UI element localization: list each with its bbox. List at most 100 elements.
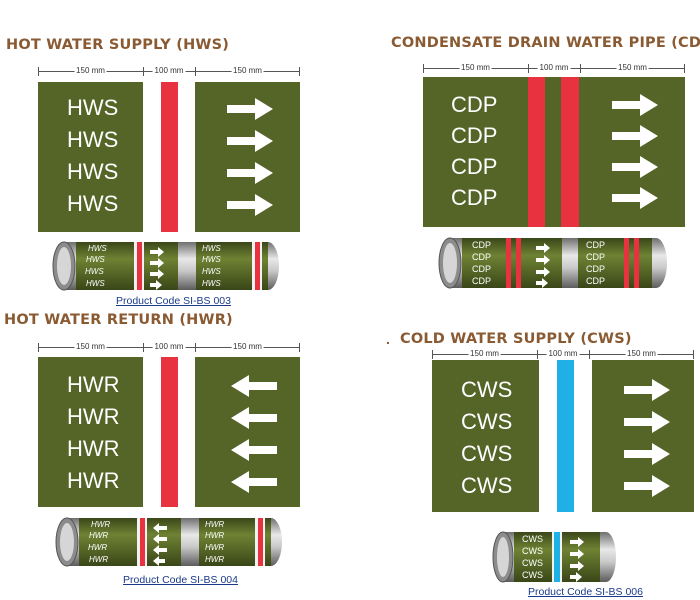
pipe-code-label: CWS	[461, 409, 513, 434]
dimension-label-middle: 100 mm	[537, 62, 571, 74]
pipe-code-label: CDP	[586, 240, 605, 250]
dimension-label-left: 150 mm	[74, 65, 107, 77]
pipe-code-label: CDP	[451, 185, 498, 210]
panel-title-hws: HOT WATER SUPPLY (HWS)	[6, 37, 230, 53]
arrow-right-icon	[570, 537, 584, 547]
pipe-code-label: HWR	[88, 543, 107, 552]
pipe-illustration-hwr: HWR HWR HWR HWR HWR HWR HWR HWR	[55, 516, 283, 568]
arrow-left-icon	[153, 534, 167, 544]
dimension-label-right: 150 mm	[616, 62, 649, 74]
pipe-code-label: HWR	[91, 520, 110, 529]
arrow-left-icon	[231, 439, 277, 461]
dimension-line-hws: 150 mm 100 mm 150 mm	[38, 65, 300, 79]
arrow-right-icon	[624, 379, 670, 401]
pipe-code-label: HWR	[205, 543, 224, 552]
pipe-marker-hws: HWS HWS HWS HWS	[38, 82, 300, 232]
arrow-right-icon	[150, 280, 162, 290]
arrow-right-icon	[227, 130, 273, 152]
pipe-code-label: CDP	[586, 252, 605, 262]
pipe-code-label: HWR	[89, 531, 108, 540]
panel-title-cdp: CONDENSATE DRAIN WATER PIPE (CDP)	[391, 35, 700, 51]
pipe-code-label: CDP	[472, 252, 491, 262]
pipe-code-label: HWR	[67, 372, 120, 397]
pipe-code-label: HWS	[67, 159, 119, 184]
pipe-code-label: CDP	[451, 123, 498, 148]
pipe-illustration-cdp: CDP CDP CDP CDP CDP CDP CDP CDP	[438, 236, 668, 290]
arrow-right-icon	[536, 278, 548, 288]
pipe-code-label: HWR	[67, 468, 120, 493]
dimension-line-hwr: 150 mm 100 mm 150 mm	[38, 341, 300, 355]
arrow-left-icon	[153, 556, 165, 566]
arrow-left-icon	[231, 471, 277, 493]
pipe-code-label: CWS	[522, 570, 543, 580]
dimension-label-right: 150 mm	[231, 341, 264, 353]
pipe-code-label: HWS	[202, 255, 221, 264]
pipe-code-label: CWS	[461, 473, 513, 498]
pipe-code-label: CWS	[461, 441, 513, 466]
arrow-right-icon	[150, 258, 164, 268]
pipe-code-label: HWR	[89, 555, 108, 564]
pipe-code-label: CDP	[472, 240, 491, 250]
arrow-right-icon	[150, 247, 164, 257]
product-code-link-cws[interactable]: Product Code SI-BS 006	[528, 586, 643, 598]
arrow-right-icon	[612, 125, 658, 147]
product-code-link-hws[interactable]: Product Code SI-BS 003	[116, 295, 231, 307]
pipe-code-label: HWR	[205, 555, 224, 564]
arrow-right-icon	[612, 94, 658, 116]
pipe-code-label: CDP	[451, 154, 498, 179]
dimension-line-cws: 150 mm 100 mm 150 mm	[432, 348, 694, 362]
pipe-code-label: CDP	[586, 276, 605, 286]
pipe-code-label: HWR	[67, 404, 120, 429]
arrow-left-icon	[153, 523, 167, 533]
arrow-right-icon	[624, 475, 670, 497]
pipe-marker-cws: CWS CWS CWS CWS	[432, 360, 694, 512]
dimension-label-left: 150 mm	[459, 62, 492, 74]
dimension-label-right: 150 mm	[231, 65, 264, 77]
pipe-code-label: HWS	[86, 255, 105, 264]
arrow-right-icon	[612, 187, 658, 209]
arrow-right-icon	[570, 572, 582, 582]
pipe-code-label: CWS	[522, 558, 543, 568]
product-code-link-hwr[interactable]: Product Code SI-BS 004	[123, 574, 238, 586]
pipe-code-label: HWS	[67, 127, 119, 152]
arrow-right-icon	[150, 269, 164, 279]
pipe-code-label: HWS	[86, 279, 105, 288]
pipe-code-label: HWS	[67, 191, 119, 216]
arrow-left-icon	[153, 545, 167, 555]
pipe-code-label: HWS	[85, 267, 104, 276]
pipe-code-label: CDP	[472, 264, 491, 274]
pipe-illustration-hws: HWS HWS HWS HWS HWS HWS HWS HWS	[52, 240, 280, 292]
pipe-code-label: CDP	[472, 276, 491, 286]
arrow-right-icon	[570, 561, 584, 571]
arrow-right-icon	[612, 156, 658, 178]
red-stripe	[161, 357, 178, 507]
pipe-illustration-cws: CWS CWS CWS CWS	[492, 530, 617, 584]
arrow-right-icon	[570, 549, 584, 559]
pipe-code-label: CWS	[522, 534, 543, 544]
pipe-code-label: HWS	[202, 267, 221, 276]
dimension-label-left: 150 mm	[74, 341, 107, 353]
dimension-label-middle: 100 mm	[152, 341, 186, 353]
pipe-code-label: CDP	[451, 92, 498, 117]
dimension-label-middle: 100 mm	[152, 65, 186, 77]
pipe-code-label: HWS	[202, 279, 221, 288]
dimension-line-cdp: 150 mm 100 mm 150 mm	[423, 62, 685, 76]
pipe-marker-cdp: CDP CDP CDP CDP	[423, 77, 685, 227]
red-stripe	[161, 82, 178, 232]
arrow-left-icon	[231, 375, 277, 397]
blue-stripe	[557, 360, 574, 512]
dimension-label-middle: 100 mm	[546, 348, 580, 360]
panel-title-cws: COLD WATER SUPPLY (CWS)	[400, 331, 632, 347]
pipe-code-label: HWR	[205, 531, 224, 540]
arrow-right-icon	[624, 411, 670, 433]
arrow-left-icon	[231, 407, 277, 429]
pipe-code-label: HWS	[67, 95, 119, 120]
pipe-code-label: HWR	[205, 520, 224, 529]
pipe-code-label: HWS	[202, 244, 221, 253]
arrow-right-icon	[227, 194, 273, 216]
pipe-code-label: CDP	[586, 264, 605, 274]
arrow-right-icon	[536, 255, 550, 265]
pipe-code-label: HWR	[67, 436, 120, 461]
red-stripe	[528, 77, 545, 227]
panel-title-hwr: HOT WATER RETURN (HWR)	[4, 312, 233, 328]
